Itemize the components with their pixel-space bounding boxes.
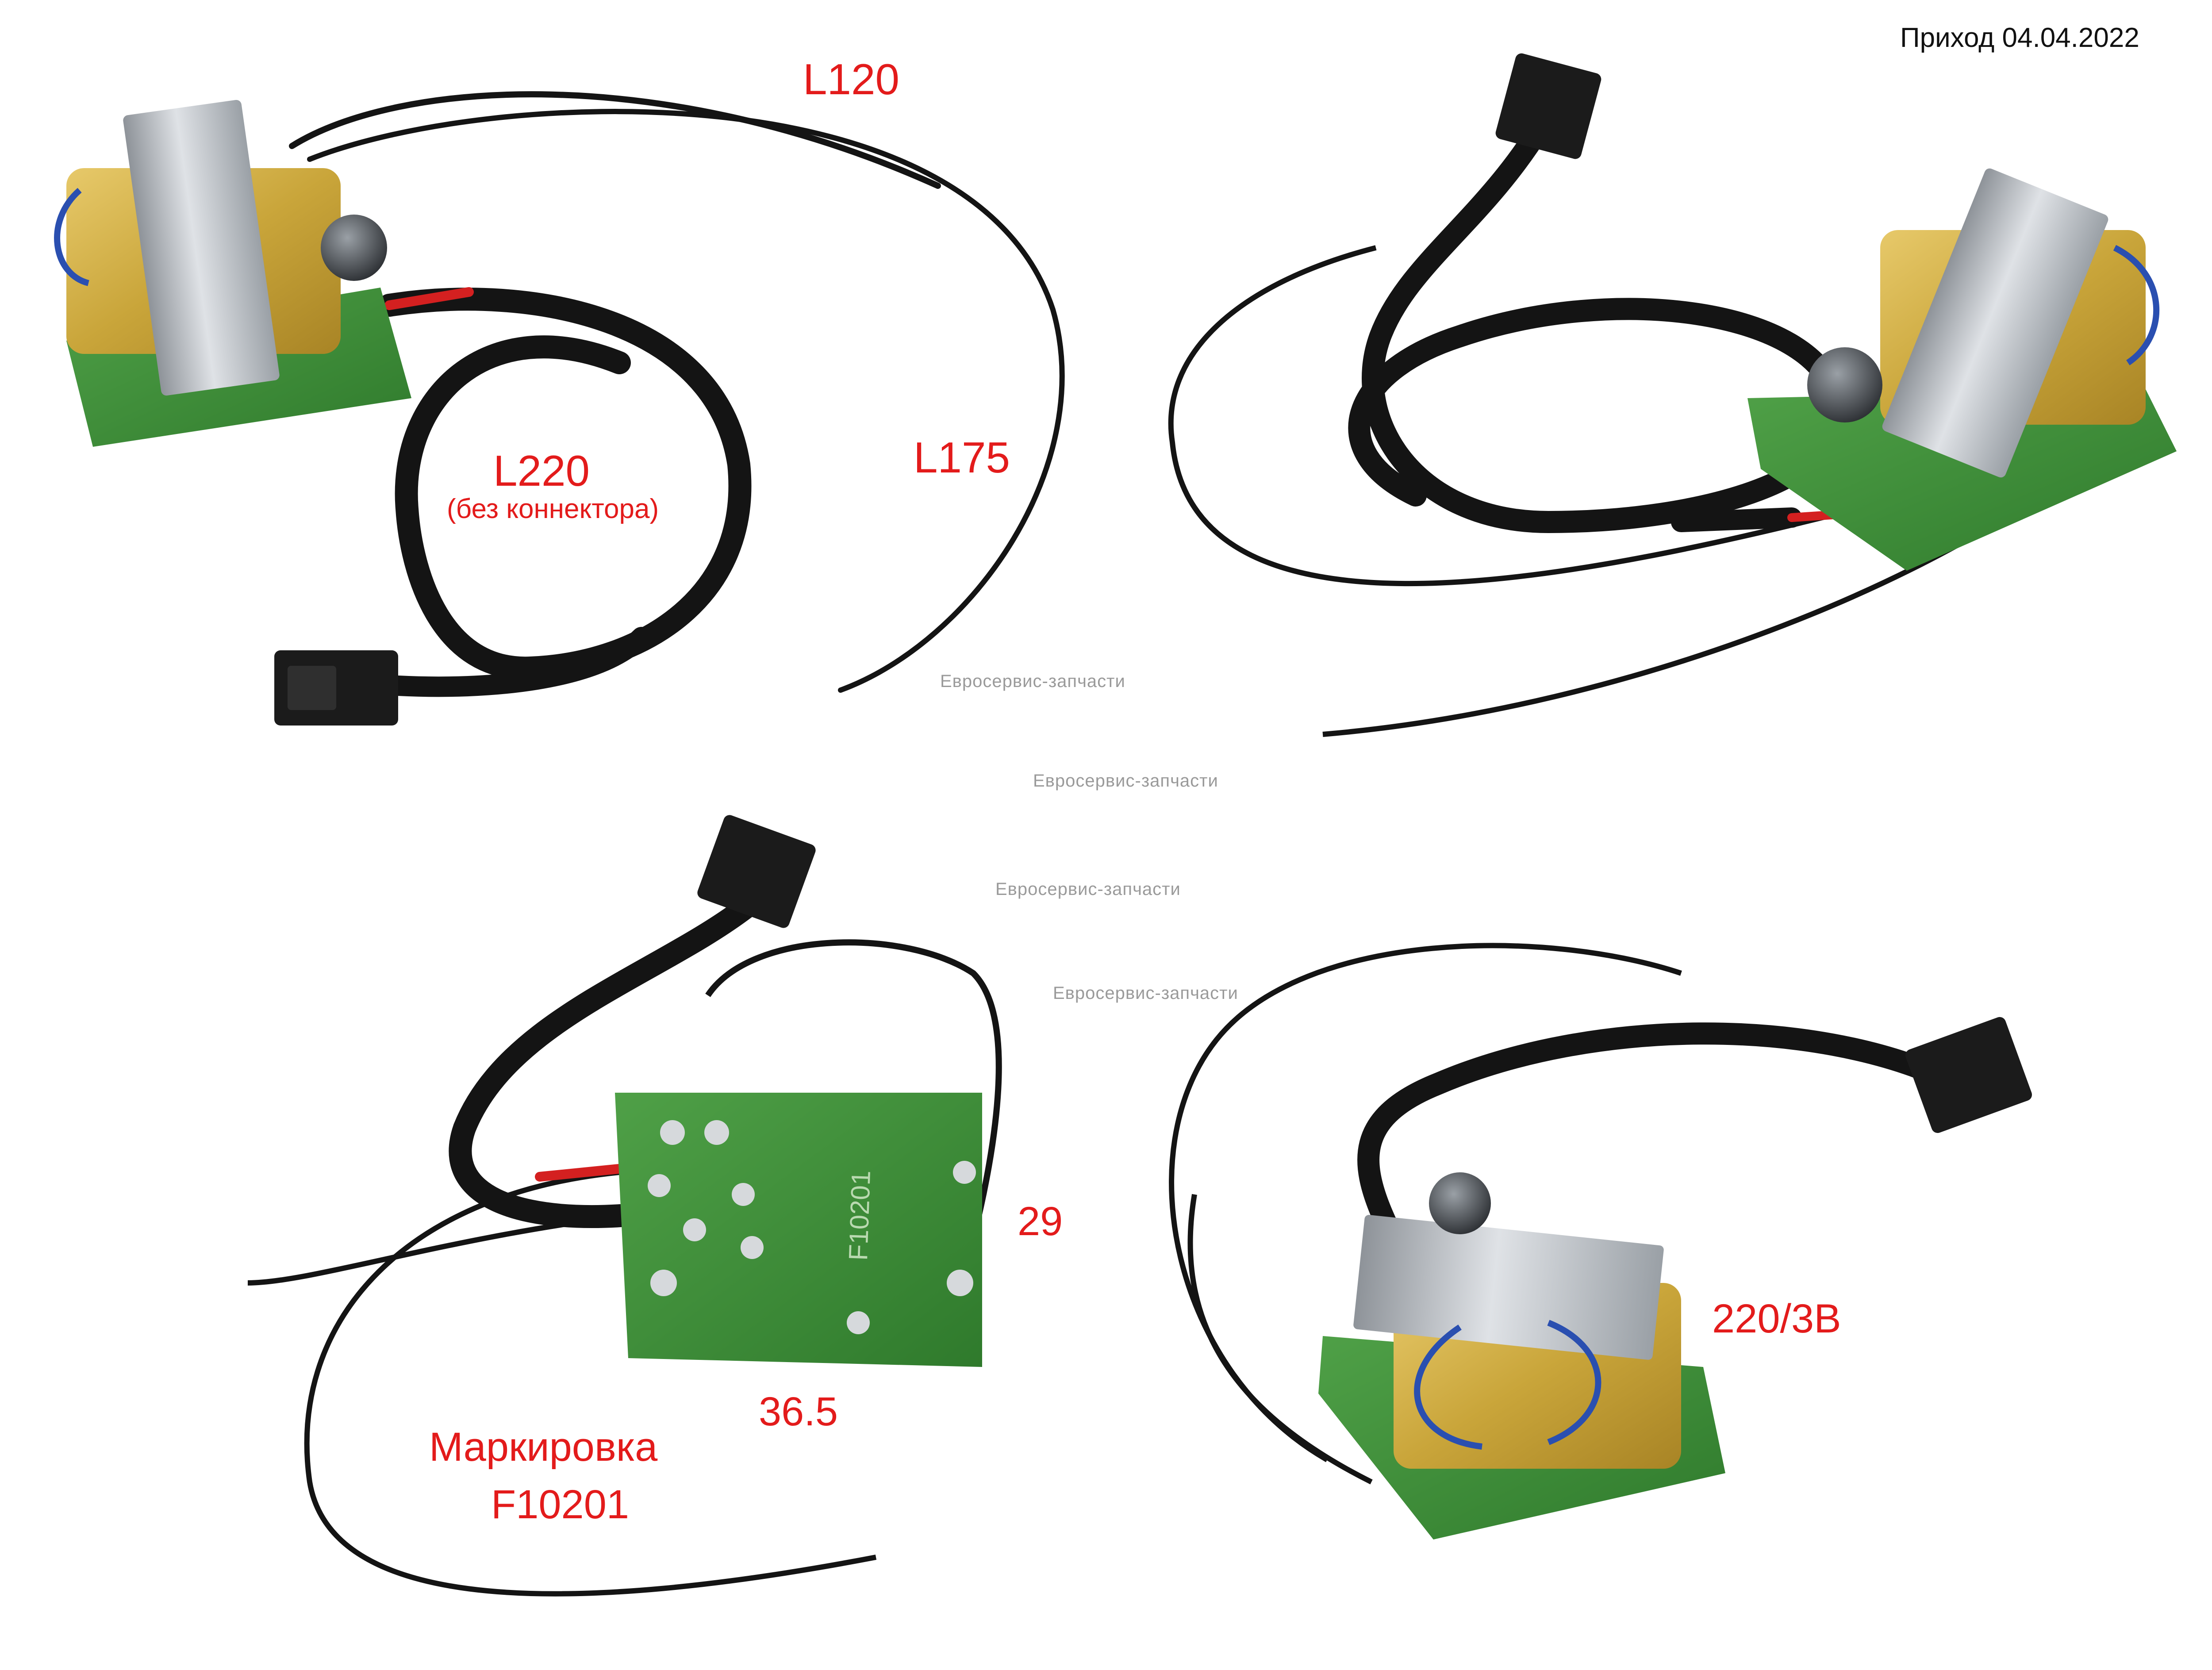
cable-l220-tail	[388, 627, 652, 697]
label-l175: L175	[914, 433, 1010, 482]
watermark-1: Евросервис-запчасти	[940, 672, 1125, 691]
cable-loop	[1357, 1022, 1958, 1294]
wire-thin-2	[1187, 1194, 1373, 1485]
label-l220: L220	[493, 446, 590, 495]
pcb-board	[615, 1093, 982, 1367]
module-bottom-right	[1169, 943, 2032, 1539]
capacitor-icon	[1429, 1172, 1491, 1234]
transformer-core	[1353, 1215, 1664, 1360]
module-bottom-left: F10201	[247, 815, 1002, 1597]
connector-icon	[1495, 53, 1601, 159]
label-l220-note: (без коннектора)	[447, 494, 659, 524]
date-label: Приход 04.04.2022	[1900, 23, 2139, 53]
label-l120: L120	[803, 55, 900, 104]
enamel-wire	[1414, 1320, 1601, 1450]
marking-title: Маркировка	[429, 1424, 658, 1470]
enamel-wire	[2113, 245, 2160, 365]
wire-l120	[289, 91, 941, 189]
wire-long	[304, 1170, 877, 1597]
red-wire	[384, 287, 474, 310]
connector-icon	[1905, 1017, 2032, 1133]
transformer-core	[123, 100, 280, 396]
capacitor-icon	[321, 215, 387, 281]
marking-code: F10201	[491, 1482, 630, 1527]
spec-label: 220/3B	[1712, 1296, 1841, 1341]
pcb-marking: F10201	[843, 1170, 876, 1261]
solder-pads	[648, 1120, 976, 1334]
connector-icon	[697, 815, 816, 928]
cable-loop	[449, 891, 764, 1228]
dimension-36-5: 36.5	[759, 1389, 838, 1434]
wire-top	[705, 939, 1002, 1240]
watermark-2: Евросервис-запчасти	[1033, 771, 1218, 791]
watermark-3: Евросервис-запчасти	[995, 879, 1181, 899]
wire-thin-2	[1168, 245, 1859, 587]
wire-l175	[307, 109, 1065, 693]
dimension-29: 29	[1018, 1199, 1063, 1244]
watermark-4: Евросервис-запчасти	[1053, 983, 1238, 1003]
transformer-core	[1882, 168, 2108, 478]
red-wire	[535, 1163, 633, 1182]
capacitor-icon	[1807, 347, 1882, 422]
enamel-wire	[54, 188, 89, 286]
connector-socket	[288, 666, 336, 710]
pcb-board	[1747, 389, 2177, 571]
wire-short	[247, 1214, 620, 1286]
module-top-right	[1168, 53, 2177, 737]
module-top-left	[54, 91, 1065, 726]
cable-tail	[1671, 507, 1802, 532]
